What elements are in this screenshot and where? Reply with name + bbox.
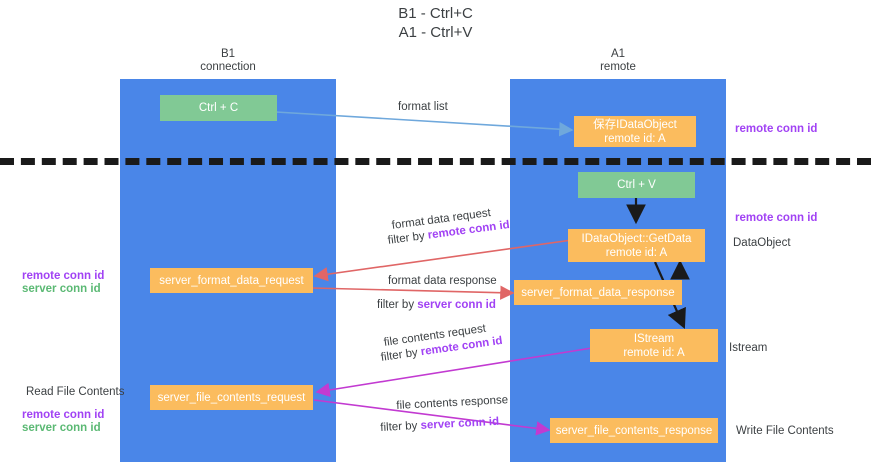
annotation-left-remote-conn-id-2: remote conn id xyxy=(22,409,105,421)
filter-key-server-conn-id: server conn id xyxy=(417,299,496,311)
edge-label-format-list: format list xyxy=(398,100,448,115)
edge-label-format-data-response-filter: filter by server conn id xyxy=(377,298,496,313)
filter-prefix: filter by xyxy=(380,346,422,364)
node-server-format-data-request[interactable]: server_format_data_request xyxy=(150,268,313,293)
filter-prefix: filter by xyxy=(387,229,429,247)
annotation-right-remote-conn-id-mid: remote conn id xyxy=(735,212,818,224)
edge-label-format-list-text: format list xyxy=(398,101,448,113)
node-server-file-contents-request[interactable]: server_file_contents_request xyxy=(150,385,313,410)
edge-label-file-contents-response-filter: filter by server conn id xyxy=(380,415,500,436)
node-istream[interactable]: IStream remote id: A xyxy=(590,329,718,362)
column-caption-b1: B1 connection xyxy=(200,48,256,73)
annotation-right-write-file-contents: Write File Contents xyxy=(736,425,834,437)
filter-key-server-conn-id: server conn id xyxy=(420,415,500,432)
annotation-left-server-conn-id: server conn id xyxy=(22,283,101,295)
edge-label-file-contents-response-text: file contents response xyxy=(396,394,509,412)
column-caption-a1: A1 remote xyxy=(600,48,636,73)
node-idataobject-getdata[interactable]: IDataObject::GetData remote id: A xyxy=(568,229,705,262)
node-save-idataobject[interactable]: 保存IDataObject remote id: A xyxy=(574,116,696,147)
annotation-left-remote-conn-id: remote conn id xyxy=(22,270,105,282)
annotation-left-server-conn-id-2: server conn id xyxy=(22,422,101,434)
edge-label-file-contents-response: file contents response xyxy=(396,393,509,414)
node-ctrl-v[interactable]: Ctrl + V xyxy=(578,172,695,198)
filter-prefix: filter by xyxy=(380,419,421,434)
annotation-right-remote-conn-id-top: remote conn id xyxy=(735,123,818,135)
node-server-format-data-response[interactable]: server_format_data_response xyxy=(514,280,682,305)
edge-label-format-data-response-text: format data response xyxy=(388,275,497,287)
section-divider xyxy=(0,158,871,165)
node-server-file-contents-response[interactable]: server_file_contents_response xyxy=(550,418,718,443)
edge-label-format-data-response: format data response xyxy=(388,274,497,289)
page-title: B1 - Ctrl+C A1 - Ctrl+V xyxy=(398,5,473,41)
annotation-right-dataobject: DataObject xyxy=(733,237,791,249)
filter-prefix: filter by xyxy=(377,299,418,311)
node-ctrl-c[interactable]: Ctrl + C xyxy=(160,95,277,121)
annotation-right-istream: Istream xyxy=(729,342,768,354)
annotation-left-read-file-contents: Read File Contents xyxy=(26,386,125,398)
